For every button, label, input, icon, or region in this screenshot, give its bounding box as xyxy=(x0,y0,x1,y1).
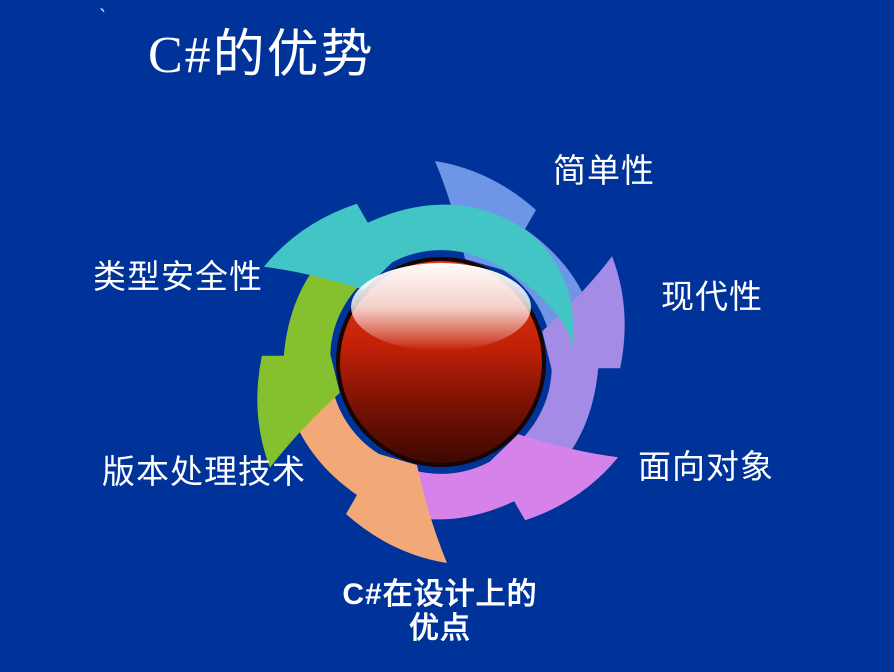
label-type-safety: 类型安全性 xyxy=(93,260,263,296)
label-simplicity: 简单性 xyxy=(553,154,655,190)
label-design-line1: C#在设计上的 xyxy=(342,578,538,611)
label-modernity: 现代性 xyxy=(661,280,763,316)
label-design-advantages: C#在设计上的 优点 xyxy=(290,578,590,646)
sphere-gloss-highlight xyxy=(351,263,531,351)
page-title: C#的优势 xyxy=(148,27,375,84)
label-object-oriented: 面向对象 xyxy=(638,450,774,486)
label-versioning: 版本处理技术 xyxy=(102,455,306,491)
label-design-line2: 优点 xyxy=(409,612,471,645)
